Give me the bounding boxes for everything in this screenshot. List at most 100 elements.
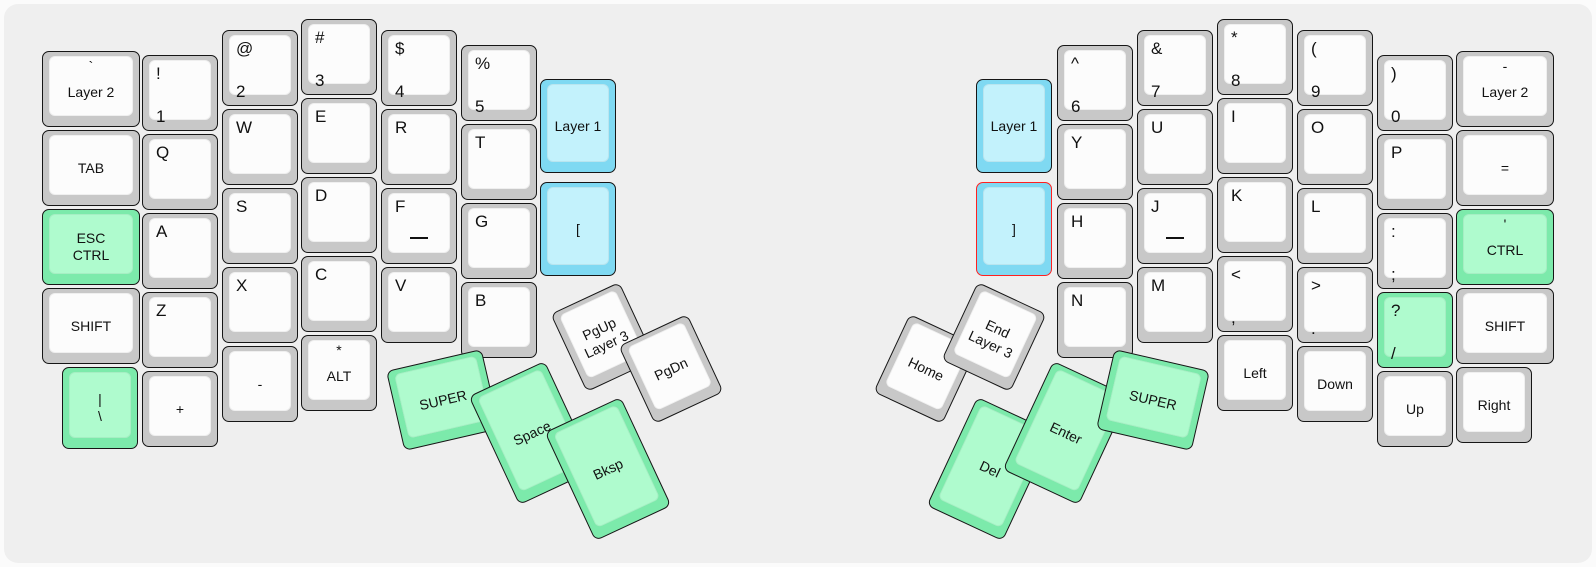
k-5-cap <box>468 50 530 110</box>
k-0[interactable]: )0 <box>1377 55 1453 131</box>
k-i-cap <box>1224 103 1286 163</box>
k-i[interactable]: I <box>1217 98 1293 174</box>
k-k-cap <box>1224 182 1286 242</box>
k-z[interactable]: Z <box>142 292 218 368</box>
k-down[interactable]: Down <box>1297 346 1373 422</box>
k-minus-layer2[interactable]: -Layer 2 <box>1456 51 1554 127</box>
k-e[interactable]: E <box>301 98 377 174</box>
k-h[interactable]: H <box>1057 203 1133 279</box>
k-d-cap <box>308 182 370 242</box>
k-s[interactable]: S <box>222 188 298 264</box>
k-a[interactable]: A <box>142 213 218 289</box>
k-shift-l[interactable]: SHIFT <box>42 288 140 364</box>
k-3-cap <box>308 24 370 84</box>
k-shift-l-cap <box>49 293 133 353</box>
k-e-cap <box>308 103 370 163</box>
k-6-cap <box>1064 50 1126 110</box>
k-c[interactable]: C <box>301 256 377 332</box>
k-b[interactable]: B <box>461 282 537 358</box>
k-pipe-bslash[interactable]: |\ <box>62 367 138 449</box>
k-l-cap <box>1304 193 1366 253</box>
k-j[interactable]: J <box>1137 188 1213 264</box>
k-tab-cap <box>49 135 133 195</box>
k-q-cap <box>149 139 211 199</box>
k-shift-r-cap <box>1463 293 1547 353</box>
k-bksp-cap <box>553 404 661 529</box>
k-4[interactable]: $4 <box>381 30 457 106</box>
k-n-cap <box>1064 287 1126 347</box>
k-grave-layer2[interactable]: `Layer 2 <box>42 51 140 127</box>
k-super-r-cap <box>1105 355 1203 439</box>
k-q[interactable]: Q <box>142 134 218 210</box>
k-esc-ctrl-cap <box>49 214 133 274</box>
k-shift-r[interactable]: SHIFT <box>1456 288 1554 364</box>
k-layer1-r[interactable]: Layer 1 <box>976 79 1052 173</box>
k-d[interactable]: D <box>301 177 377 253</box>
k-minus[interactable]: - <box>222 346 298 422</box>
k-3[interactable]: #3 <box>301 19 377 95</box>
k-y[interactable]: Y <box>1057 124 1133 200</box>
k-l[interactable]: L <box>1297 188 1373 264</box>
k-up[interactable]: Up <box>1377 371 1453 447</box>
k-x[interactable]: X <box>222 267 298 343</box>
k-plus[interactable]: + <box>142 371 218 447</box>
k-g-cap <box>468 208 530 268</box>
k-1[interactable]: !1 <box>142 55 218 131</box>
k-m-cap <box>1144 272 1206 332</box>
k-comma[interactable]: <, <box>1217 256 1293 332</box>
k-rbracket[interactable]: ] <box>976 182 1052 276</box>
k-5[interactable]: %5 <box>461 45 537 121</box>
k-layer1-l[interactable]: Layer 1 <box>540 79 616 173</box>
k-super-r[interactable]: SUPER <box>1096 349 1210 451</box>
k-equal-cap <box>1463 135 1547 195</box>
k-period[interactable]: >. <box>1297 267 1373 343</box>
k-end-layer3-cap <box>952 289 1039 380</box>
k-comma-cap <box>1224 261 1286 321</box>
k-2[interactable]: @2 <box>222 30 298 106</box>
k-equal[interactable]: = <box>1456 130 1554 206</box>
k-x-cap <box>229 272 291 332</box>
k-left[interactable]: Left <box>1217 335 1293 411</box>
k-r[interactable]: R <box>381 109 457 185</box>
k-tab[interactable]: TAB <box>42 130 140 206</box>
k-7[interactable]: &7 <box>1137 30 1213 106</box>
k-n[interactable]: N <box>1057 282 1133 358</box>
k-p[interactable]: P <box>1377 134 1453 210</box>
k-y-cap <box>1064 129 1126 189</box>
k-quote-ctrl[interactable]: 'CTRL <box>1456 209 1554 285</box>
k-8[interactable]: *8 <box>1217 19 1293 95</box>
k-up-cap <box>1384 376 1446 436</box>
k-down-cap <box>1304 351 1366 411</box>
k-plus-cap <box>149 376 211 436</box>
k-star-alt-cap <box>308 340 370 400</box>
k-semicolon[interactable]: :; <box>1377 213 1453 289</box>
k-v[interactable]: V <box>381 267 457 343</box>
k-z-cap <box>149 297 211 357</box>
k-9[interactable]: (9 <box>1297 30 1373 106</box>
k-quote-ctrl-cap <box>1463 214 1547 274</box>
k-8-cap <box>1224 24 1286 84</box>
k-k[interactable]: K <box>1217 177 1293 253</box>
k-g[interactable]: G <box>461 203 537 279</box>
k-right[interactable]: Right <box>1456 367 1532 443</box>
k-u[interactable]: U <box>1137 109 1213 185</box>
k-m[interactable]: M <box>1137 267 1213 343</box>
k-9-cap <box>1304 35 1366 95</box>
k-star-alt[interactable]: *ALT <box>301 335 377 411</box>
k-slash-cap <box>1384 297 1446 357</box>
k-s-cap <box>229 193 291 253</box>
k-w[interactable]: W <box>222 109 298 185</box>
k-slash[interactable]: ?/ <box>1377 292 1453 368</box>
k-t[interactable]: T <box>461 124 537 200</box>
k-w-cap <box>229 114 291 174</box>
k-lbracket[interactable]: [ <box>540 182 616 276</box>
k-grave-layer2-cap <box>49 56 133 116</box>
k-6[interactable]: ^6 <box>1057 45 1133 121</box>
k-o[interactable]: O <box>1297 109 1373 185</box>
k-f[interactable]: F <box>381 188 457 264</box>
k-u-cap <box>1144 114 1206 174</box>
k-semicolon-cap <box>1384 218 1446 278</box>
